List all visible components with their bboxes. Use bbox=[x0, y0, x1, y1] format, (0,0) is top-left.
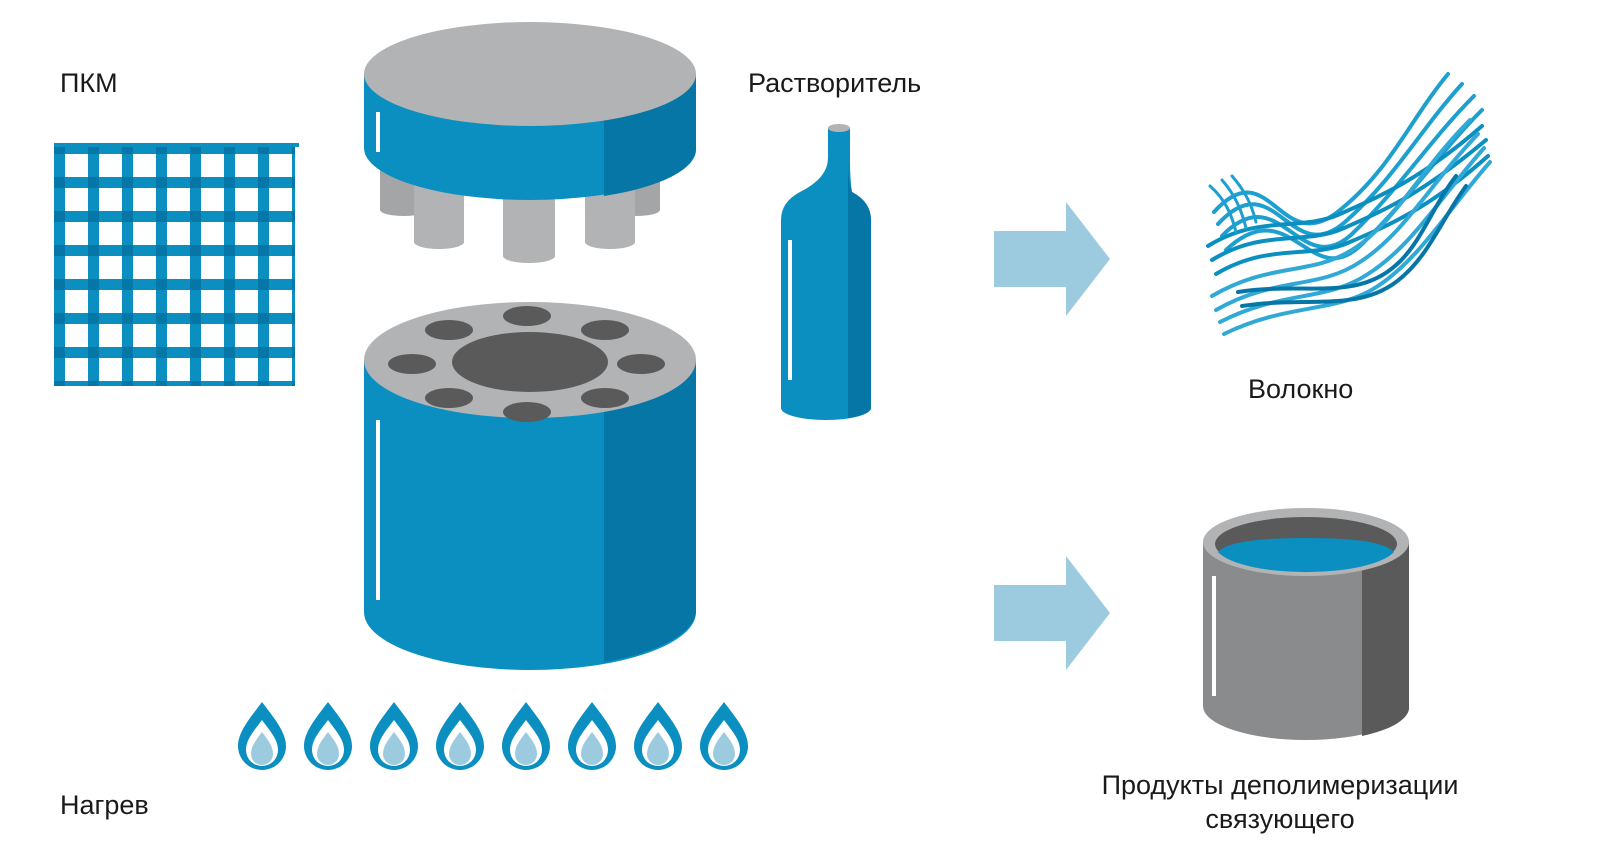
flame-icon bbox=[238, 702, 286, 770]
label-products-line1: Продукты деполимеризации bbox=[1101, 770, 1459, 800]
woven-fabric-icon bbox=[54, 143, 309, 398]
heat-flames bbox=[238, 702, 748, 770]
arrow-right-icon bbox=[994, 556, 1110, 670]
flame-icon bbox=[370, 702, 418, 770]
container-icon bbox=[1203, 508, 1410, 740]
label-heating: Нагрев bbox=[60, 790, 149, 820]
label-products-line2: связующего bbox=[1205, 804, 1355, 834]
flame-icon bbox=[502, 702, 550, 770]
reactor-vessel-icon bbox=[364, 302, 696, 670]
flame-icon bbox=[700, 702, 748, 770]
flame-icon bbox=[568, 702, 616, 770]
reactor-lid-icon bbox=[364, 22, 697, 263]
label-products: Продукты деполимеризации связующего bbox=[1070, 768, 1490, 836]
flame-icon bbox=[634, 702, 682, 770]
flame-icon bbox=[436, 702, 484, 770]
label-composite: ПКМ bbox=[60, 68, 118, 98]
bottle-icon bbox=[781, 124, 871, 420]
label-fiber: Волокно bbox=[1248, 374, 1354, 404]
label-solvent: Растворитель bbox=[748, 68, 922, 98]
flame-icon bbox=[304, 702, 352, 770]
arrow-right-icon bbox=[994, 202, 1110, 316]
fiber-strands-icon bbox=[1206, 72, 1492, 336]
